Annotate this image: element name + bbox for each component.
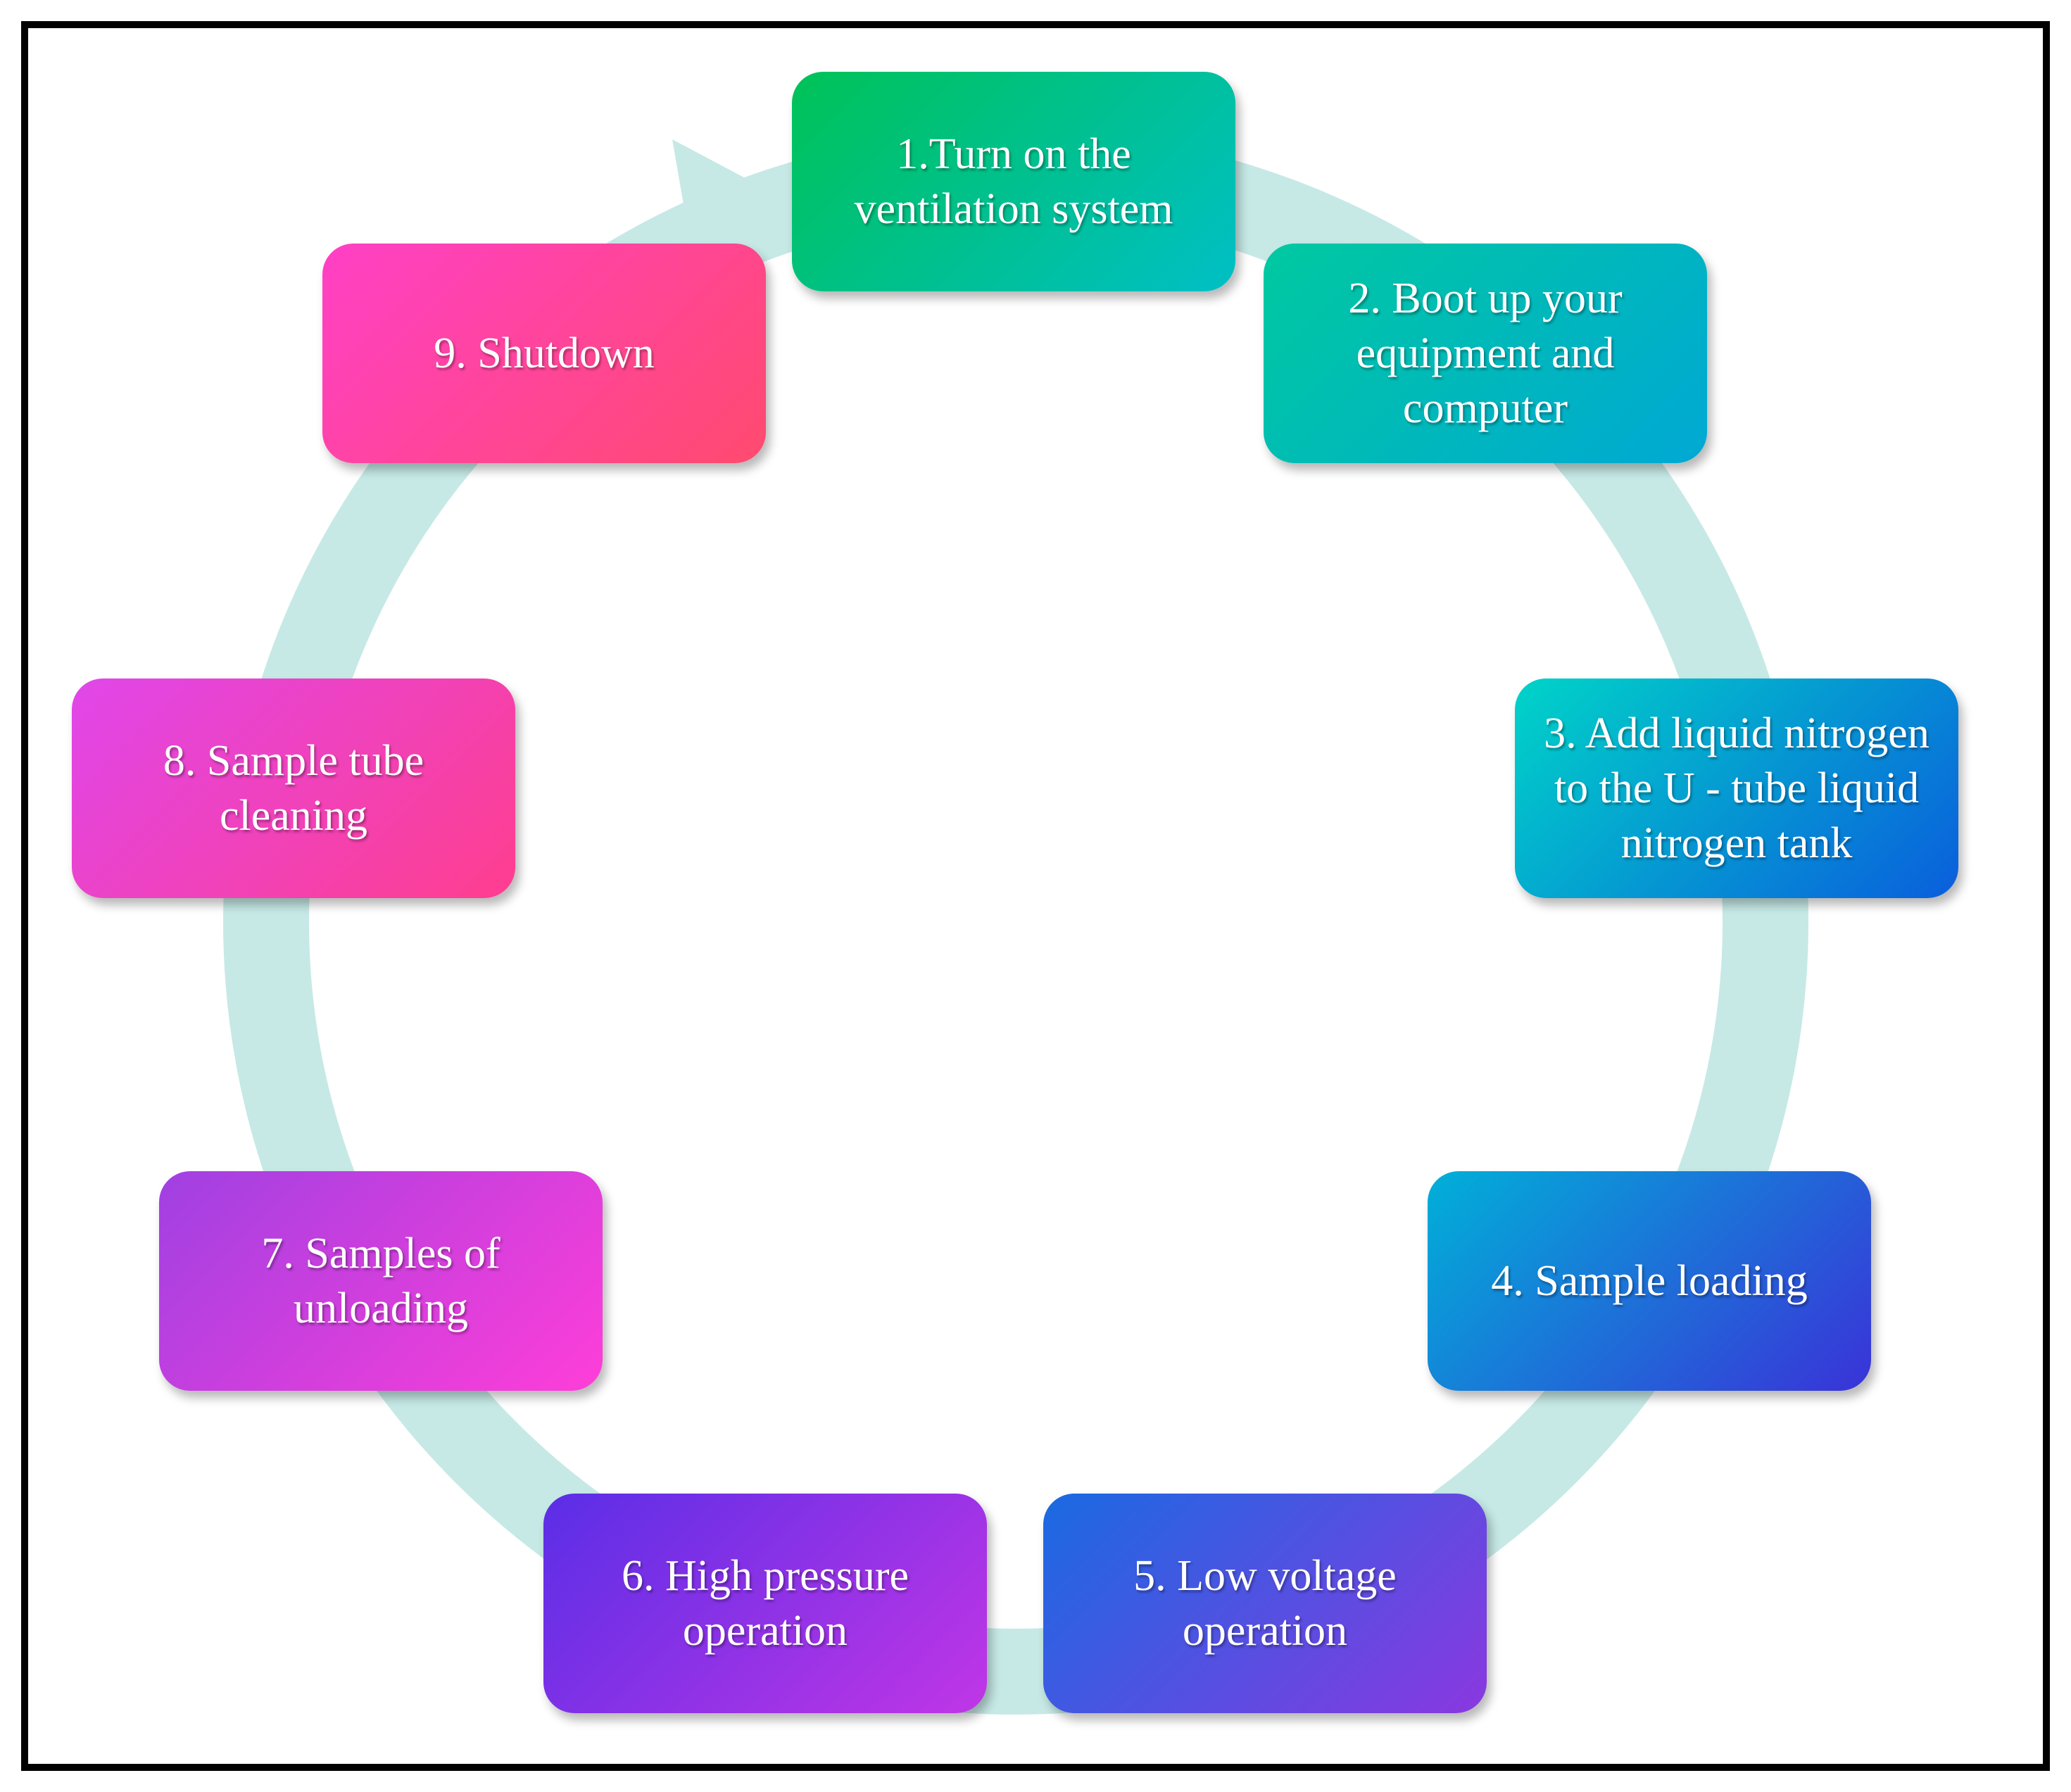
step-9-shutdown: 9. Shutdown bbox=[322, 244, 766, 463]
ring-arrowhead bbox=[672, 139, 776, 262]
step-8-tube-cleaning: 8. Sample tube cleaning bbox=[72, 679, 515, 898]
step-1-ventilation: 1.Turn on the ventilation system bbox=[792, 72, 1235, 291]
step-6-high-pressure: 6. High pressure operation bbox=[543, 1494, 987, 1713]
step-2-boot-up: 2. Boot up your equipment and computer bbox=[1264, 244, 1707, 463]
step-3-liquid-nitrogen: 3. Add liquid nitrogen to the U - tube l… bbox=[1515, 679, 1958, 898]
step-5-low-voltage: 5. Low voltage operation bbox=[1043, 1494, 1487, 1713]
step-7-unloading: 7. Samples of unloading bbox=[159, 1171, 603, 1391]
step-4-sample-loading: 4. Sample loading bbox=[1428, 1171, 1871, 1391]
